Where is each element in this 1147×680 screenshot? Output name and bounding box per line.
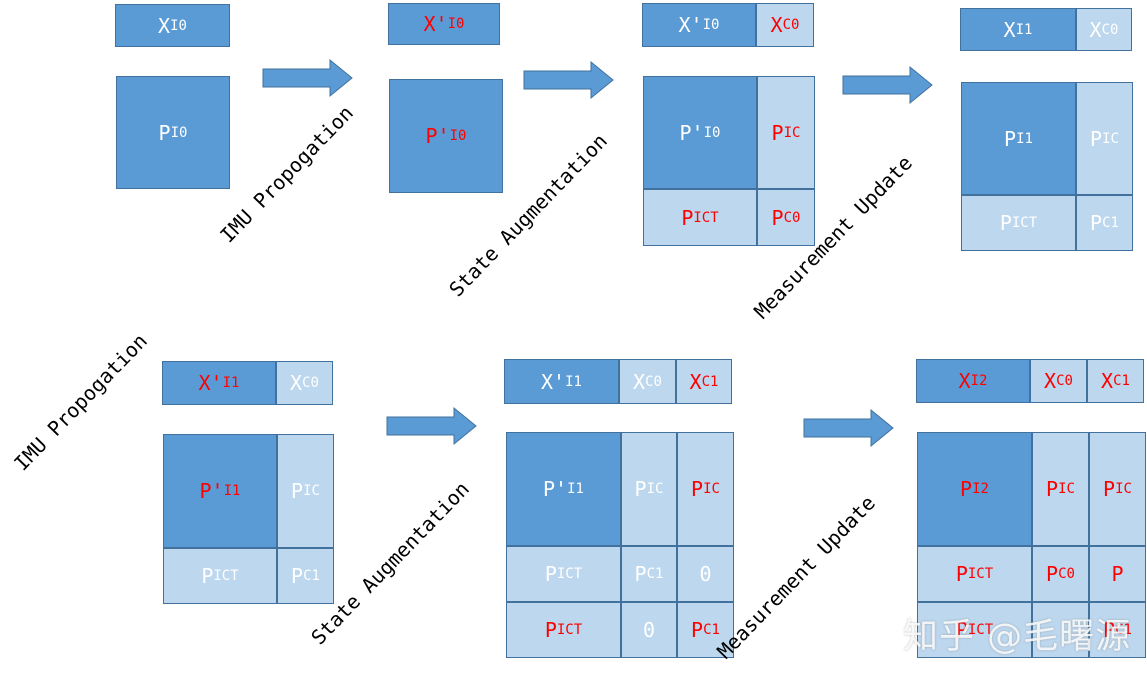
watermark: 知乎 @毛曙源 [903, 617, 1132, 657]
cov-p-prime-i0: P'I0 [643, 76, 757, 189]
arrow-icon [262, 58, 353, 98]
arrow-icon [386, 406, 477, 446]
step-imu-propagation: IMU Propogation [9, 328, 152, 476]
cov-p-prime-i1: P'I1 [506, 432, 621, 546]
step-measurement-update: Measurement Update [712, 490, 881, 664]
state-x-prime-i0: X'I0 [388, 3, 500, 45]
state-x-prime-i0: X'I0 [642, 3, 756, 47]
cov-zero: 0 [621, 602, 677, 658]
arrow-icon [803, 408, 894, 448]
cov-p-prime-i1: P'I1 [163, 434, 277, 548]
cov-zero: 0 [677, 546, 734, 602]
cov-empty [1032, 602, 1089, 658]
arrow-icon [842, 65, 933, 105]
cov-p: P [1089, 546, 1146, 602]
step-imu-propagation: IMU Propogation [215, 100, 358, 248]
state-x-prime-i1: X'I1 [504, 359, 619, 404]
cov-p-prime-i0: P'I0 [389, 79, 503, 193]
arrow-icon [523, 60, 614, 100]
state-x-prime-i1: X'I1 [162, 361, 276, 405]
